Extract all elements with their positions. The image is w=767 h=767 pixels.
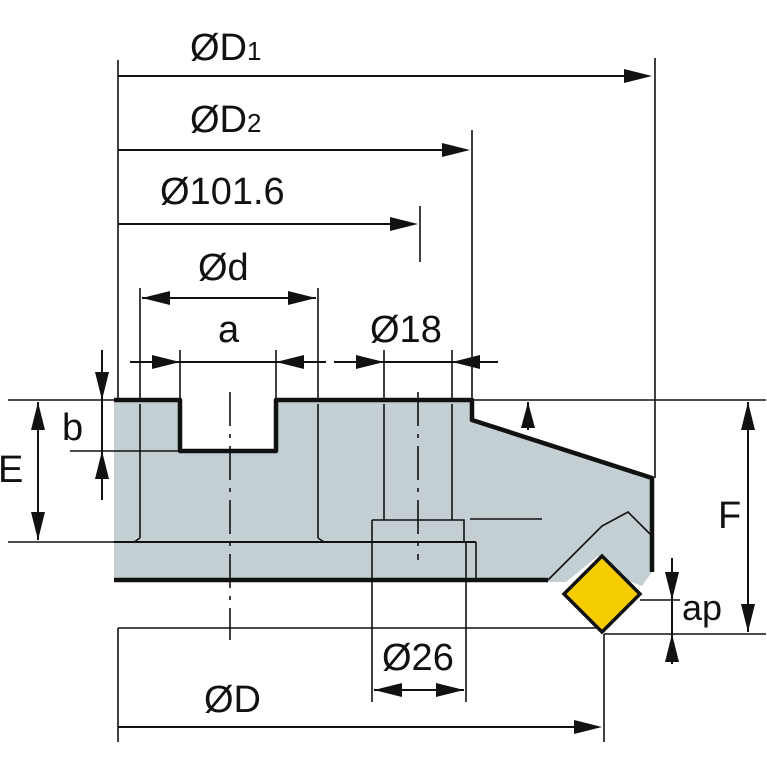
- label-d2: ØD2: [190, 99, 261, 141]
- arrow-b-top: [95, 372, 109, 400]
- label-d18: Ø18: [370, 309, 442, 351]
- label-d101: Ø101.6: [160, 171, 285, 213]
- arrow-d18-left: [356, 355, 384, 369]
- arrow-d101: [390, 217, 418, 231]
- label-d26: Ø26: [382, 637, 454, 679]
- arrow-d26-left: [374, 683, 402, 697]
- label-e: E: [0, 449, 23, 491]
- cutting-insert: [561, 553, 643, 635]
- arrow-d1: [624, 69, 652, 83]
- arrow-f-bottom: [741, 604, 755, 632]
- body-pocket-outline: [547, 511, 653, 581]
- label-dsmall: Ød: [198, 247, 249, 289]
- arrow-ap-bottom: [665, 634, 679, 662]
- arrow-d26-right: [436, 683, 464, 697]
- counterbore: [371, 519, 465, 542]
- arrow-a-right: [276, 355, 304, 369]
- label-b: b: [62, 407, 83, 449]
- arrow-dsmall-right: [288, 291, 316, 305]
- label-ap: ap: [682, 587, 722, 628]
- label-f: F: [718, 495, 741, 537]
- arrow-dsmall-left: [142, 291, 170, 305]
- cutter-body: [114, 400, 652, 586]
- arrow-f-top: [741, 402, 755, 430]
- chamfer-left: [133, 537, 141, 543]
- label-d1: ØD1: [190, 27, 261, 69]
- arrow-b-bottom: [95, 451, 109, 479]
- arrow-e-bottom: [31, 512, 45, 540]
- arrow-d-main: [574, 720, 602, 734]
- arrow-a-left: [152, 355, 180, 369]
- arrow-ap-top: [665, 572, 679, 600]
- arrow-d2: [442, 143, 470, 157]
- arrow-f-marker: [521, 402, 535, 428]
- label-a: a: [218, 309, 240, 351]
- arrow-d18-right: [452, 355, 480, 369]
- arrow-e-top: [31, 402, 45, 430]
- label-d-main: ØD: [204, 679, 261, 721]
- chamfer-right: [317, 537, 325, 543]
